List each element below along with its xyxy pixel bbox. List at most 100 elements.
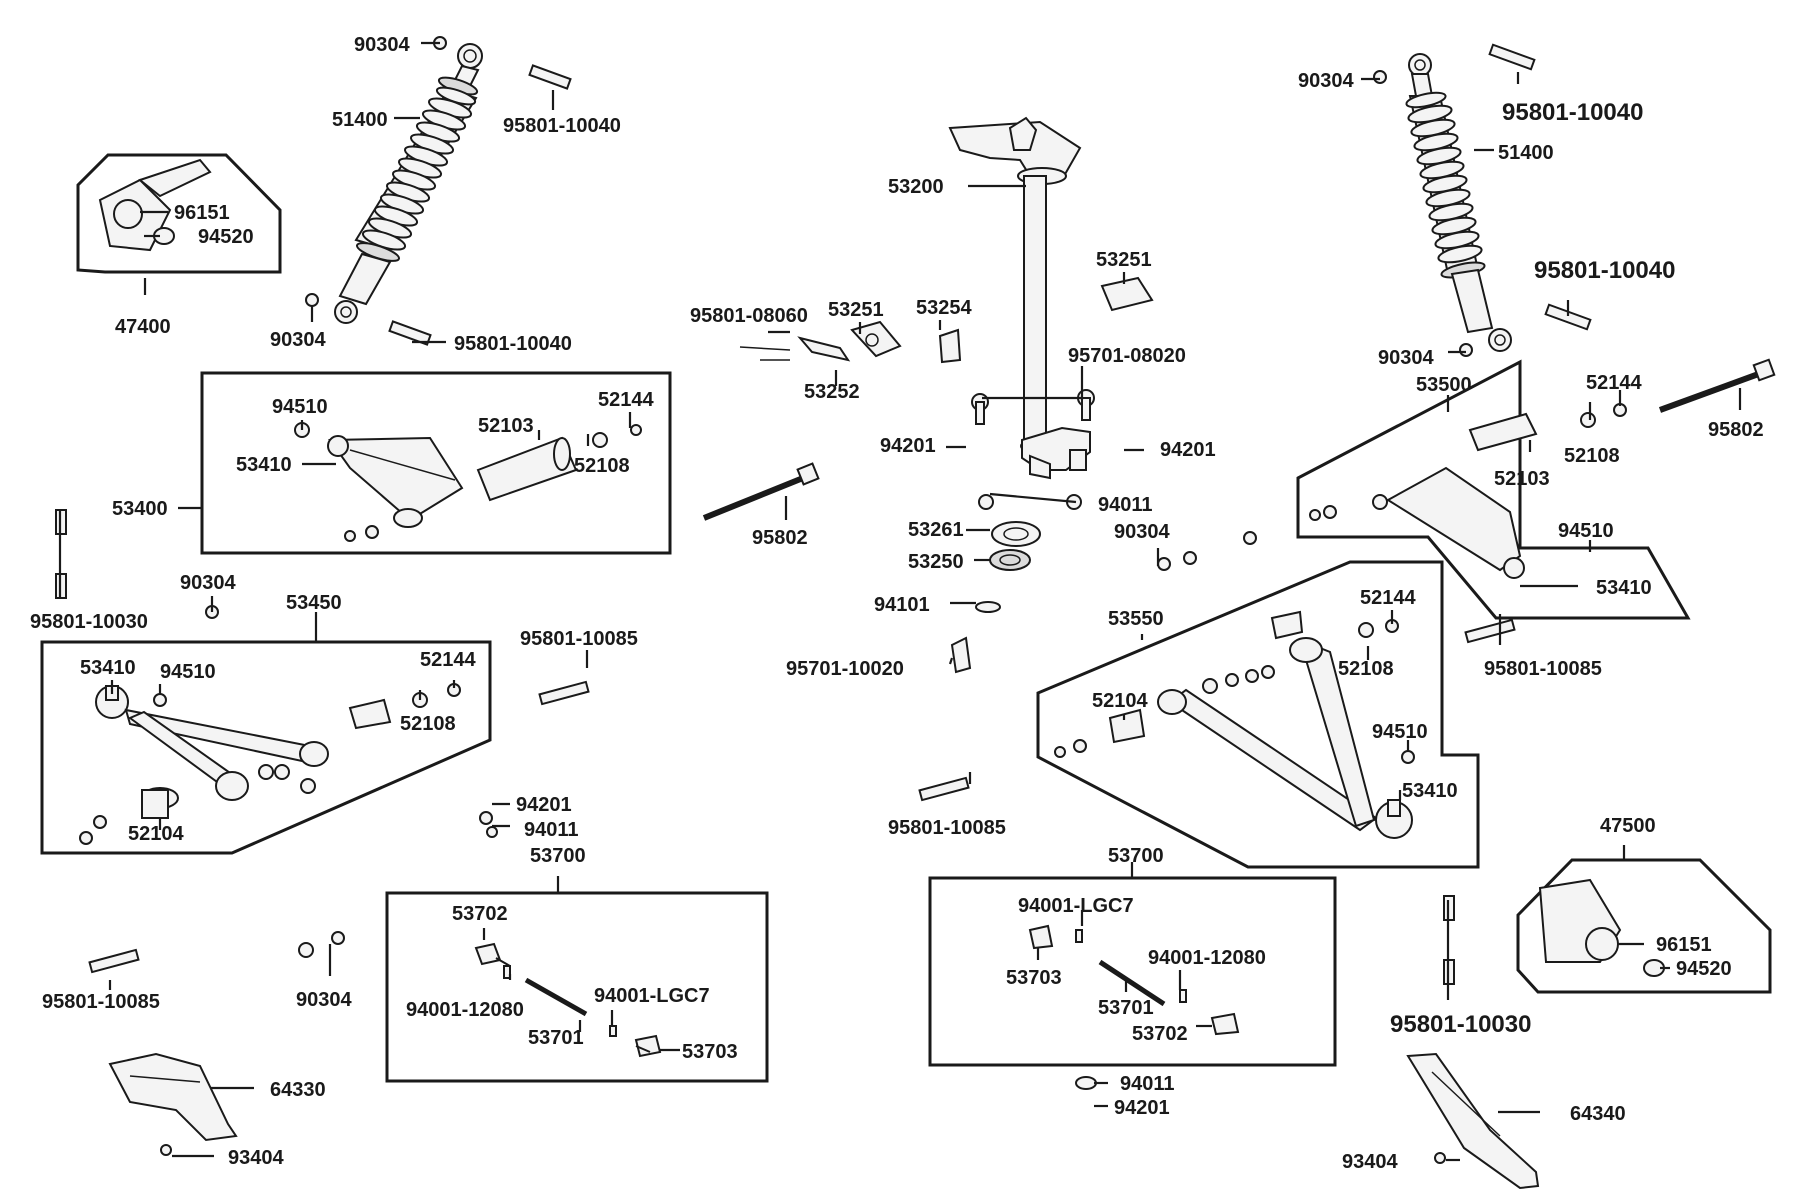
label-l32: 94201 bbox=[880, 435, 936, 457]
label-l71: 93404 bbox=[228, 1147, 284, 1169]
label-l08: 95801-10040 bbox=[454, 333, 572, 355]
label-l44: 90304 bbox=[1378, 347, 1434, 369]
label-l04: 96151 bbox=[174, 202, 230, 224]
knuckles bbox=[98, 158, 1665, 977]
label-l12: 53410 bbox=[236, 454, 292, 476]
label-l07: 90304 bbox=[270, 329, 326, 351]
leader-lines bbox=[58, 41, 1742, 1162]
label-l21: 52144 bbox=[420, 649, 476, 671]
shock-absorber-right bbox=[1405, 53, 1512, 352]
box-53400 bbox=[200, 371, 672, 555]
label-l15: 95801-10030 bbox=[30, 611, 148, 633]
label-l56: 52104 bbox=[1092, 690, 1148, 712]
label-l52: 53550 bbox=[1108, 608, 1164, 630]
lower-arm-left bbox=[79, 683, 461, 845]
label-l46: 52144 bbox=[1586, 372, 1642, 394]
upper-arm-right bbox=[1309, 403, 1627, 579]
label-l18: 95801-10085 bbox=[520, 628, 638, 650]
box-53550 bbox=[1036, 560, 1480, 869]
label-l16: 90304 bbox=[180, 572, 236, 594]
small-hardware bbox=[55, 36, 1592, 1164]
label-l85: 93404 bbox=[1342, 1151, 1398, 1173]
label-l78: 94011 bbox=[1120, 1073, 1175, 1095]
label-l61: 94011 bbox=[524, 819, 579, 841]
label-l79: 94201 bbox=[1114, 1097, 1170, 1119]
label-l50: 94510 bbox=[1558, 520, 1614, 542]
label-l49: 95802 bbox=[1708, 419, 1764, 441]
upper-arm-left bbox=[294, 422, 642, 542]
label-l29: 53252 bbox=[804, 381, 860, 403]
label-l35: 53261 bbox=[908, 519, 964, 541]
group-boxes bbox=[40, 153, 1772, 1083]
label-l40: 90304 bbox=[1298, 70, 1354, 92]
label-l60: 94201 bbox=[516, 794, 572, 816]
label-l06: 47400 bbox=[115, 316, 171, 338]
label-l14: 53400 bbox=[112, 498, 168, 520]
tie-rod-left bbox=[474, 942, 662, 1058]
label-l64: 94001-12080 bbox=[406, 999, 524, 1021]
label-l37: 90304 bbox=[1114, 521, 1170, 543]
spring-coils bbox=[355, 86, 477, 262]
label-l34: 94011 bbox=[1098, 494, 1153, 516]
steering-column bbox=[948, 116, 1091, 480]
label-l81: 96151 bbox=[1656, 934, 1712, 956]
label-l26: 95801-08060 bbox=[690, 305, 808, 327]
label-l13: 52108 bbox=[574, 455, 630, 477]
skid-plates bbox=[108, 1052, 1540, 1190]
label-l31: 95701-08020 bbox=[1068, 345, 1186, 367]
label-l70: 64330 bbox=[270, 1079, 326, 1101]
label-l20: 94510 bbox=[160, 661, 216, 683]
box-53700-left bbox=[385, 891, 769, 1083]
label-l45: 53500 bbox=[1416, 374, 1472, 396]
label-l77: 53702 bbox=[1132, 1023, 1188, 1045]
label-l73: 94001-LGC7 bbox=[1018, 895, 1134, 917]
box-47400 bbox=[76, 153, 282, 274]
label-l62: 53700 bbox=[530, 845, 586, 867]
label-l23: 52104 bbox=[128, 823, 184, 845]
label-l82: 94520 bbox=[1676, 958, 1732, 980]
label-l27: 53251 bbox=[828, 299, 884, 321]
label-l38: 94101 bbox=[874, 594, 930, 616]
label-l65: 94001-LGC7 bbox=[594, 985, 710, 1007]
part-illustrations bbox=[55, 36, 1776, 1190]
box-53450 bbox=[40, 640, 492, 855]
spring-coils-right bbox=[1405, 91, 1486, 279]
label-l72: 53700 bbox=[1108, 845, 1164, 867]
label-l03: 51400 bbox=[332, 109, 388, 131]
part-labels: 90304 95801-10040 51400 96151 94520 4740… bbox=[30, 34, 1764, 1173]
label-l80: 47500 bbox=[1600, 815, 1656, 837]
label-l47: 52108 bbox=[1564, 445, 1620, 467]
label-l63: 53702 bbox=[452, 903, 508, 925]
tie-rod-right bbox=[1028, 924, 1240, 1036]
bearing-and-seal bbox=[950, 494, 1082, 674]
label-l59: 95801-10085 bbox=[888, 817, 1006, 839]
label-l33: 94201 bbox=[1160, 439, 1216, 461]
label-l36: 53250 bbox=[908, 551, 964, 573]
label-l30: 53251 bbox=[1096, 249, 1152, 271]
label-l68: 95801-10085 bbox=[42, 991, 160, 1013]
label-l11: 52144 bbox=[598, 389, 654, 411]
label-l19: 53410 bbox=[80, 657, 136, 679]
label-l67: 53703 bbox=[682, 1041, 738, 1063]
label-l42: 51400 bbox=[1498, 142, 1554, 164]
label-l24: 95802 bbox=[752, 527, 808, 549]
steering-holder-parts bbox=[739, 276, 1154, 425]
label-l25: 53200 bbox=[888, 176, 944, 198]
box-47500 bbox=[1516, 858, 1772, 994]
label-l39: 95701-10020 bbox=[786, 658, 904, 680]
label-l83: 95801-10030 bbox=[1390, 1011, 1531, 1038]
label-l10: 52103 bbox=[478, 415, 534, 437]
label-l53: 52144 bbox=[1360, 587, 1416, 609]
label-l22: 52108 bbox=[400, 713, 456, 735]
label-l02: 95801-10040 bbox=[503, 115, 621, 137]
label-l54: 52108 bbox=[1338, 658, 1394, 680]
label-l75: 94001-12080 bbox=[1148, 947, 1266, 969]
label-l43: 95801-10040 bbox=[1534, 257, 1675, 284]
label-l69: 90304 bbox=[296, 989, 352, 1011]
label-l51: 53410 bbox=[1596, 577, 1652, 599]
long-bolts bbox=[702, 358, 1776, 521]
label-l17: 53450 bbox=[286, 592, 342, 614]
label-l28: 53254 bbox=[916, 297, 972, 319]
label-l09: 94510 bbox=[272, 396, 328, 418]
label-l76: 53701 bbox=[1098, 997, 1154, 1019]
